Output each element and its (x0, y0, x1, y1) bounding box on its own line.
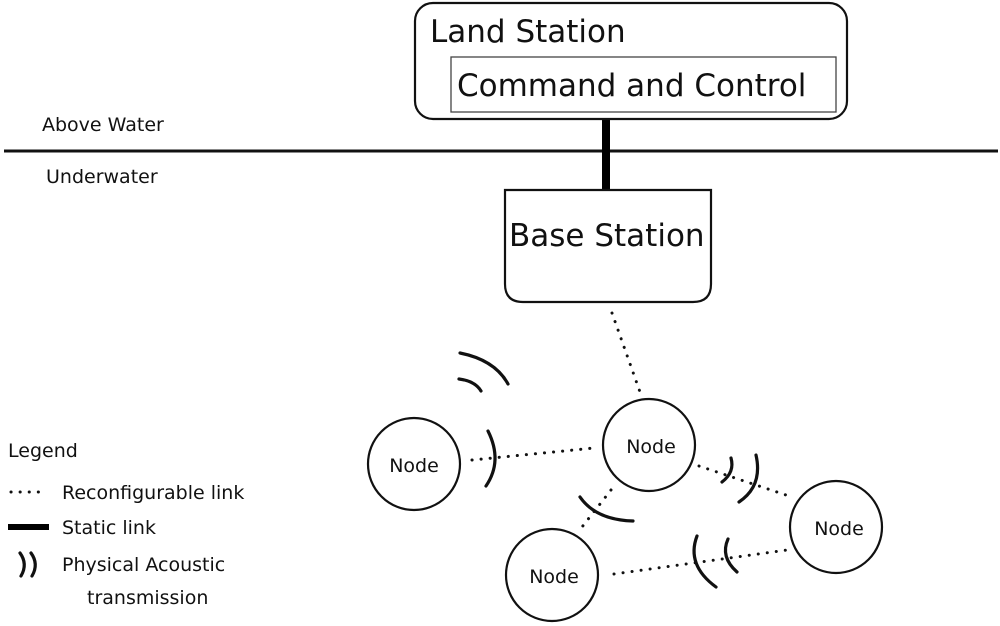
node-circle (366, 416, 462, 512)
base-station: Base Station (503, 188, 713, 304)
command-control-label: Command and Control (457, 68, 806, 104)
land-station: Land Station Command and Control (413, 1, 849, 121)
link-node3-node4 (612, 548, 789, 576)
node-label: Node (626, 436, 676, 458)
node-4: Node (788, 479, 884, 575)
above-water-label: Above Water (42, 114, 164, 136)
acoustic-arc-icon (484, 429, 497, 488)
node-circle (504, 527, 600, 623)
node-label: Node (814, 518, 864, 540)
legend-label-static: Static link (62, 517, 156, 539)
land-station-label: Land Station (430, 14, 626, 50)
acoustic-arc-icon (723, 537, 739, 574)
node-label: Node (389, 455, 439, 477)
legend-label-acoustic: Physical Acoustic (62, 554, 225, 576)
acoustic-symbol-icon (18, 551, 37, 578)
link-node1-node2 (470, 446, 596, 462)
legend-label-acoustic-2: transmission (87, 587, 208, 609)
command-control-box (450, 56, 837, 113)
link-node2-node3 (580, 488, 613, 529)
acoustic-arc-icon (458, 351, 510, 386)
base-station-label: Base Station (509, 218, 705, 254)
node-2: Node (601, 397, 697, 493)
acoustic-arc-icon (578, 495, 635, 523)
legend-title: Legend (8, 440, 78, 462)
link-node2-node4 (697, 464, 794, 499)
base-station-box (503, 188, 713, 304)
node-label: Node (529, 566, 579, 588)
node-3: Node (504, 527, 600, 623)
node-circle (601, 397, 697, 493)
acoustic-arc-icon (720, 456, 734, 484)
acoustic-arc-icon (457, 377, 483, 393)
underwater-label: Underwater (46, 166, 158, 188)
acoustic-arc-icon (737, 453, 760, 504)
acoustic-arc-icon (692, 534, 718, 589)
link-base-node2 (610, 311, 642, 394)
node-1: Node (366, 416, 462, 512)
legend: Legend Reconfigurable link Static link P… (8, 440, 244, 609)
node-circle (788, 479, 884, 575)
legend-label-reconfigurable: Reconfigurable link (62, 482, 244, 504)
